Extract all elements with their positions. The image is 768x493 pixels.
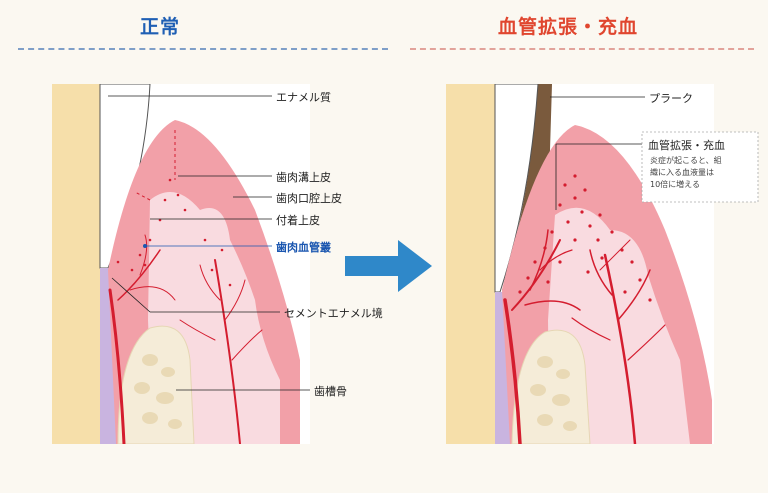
plexus-marker xyxy=(143,244,147,248)
note-line: 炎症が起こると、組 xyxy=(650,156,722,165)
label-oral-epithelium: 歯肉口腔上皮 xyxy=(276,192,342,205)
normal-gingiva-illustration xyxy=(52,84,310,444)
blood-vessels-right xyxy=(503,229,666,444)
label-plaque: プラーク xyxy=(649,92,693,105)
cementum-left xyxy=(100,268,118,444)
cementum-right xyxy=(495,292,512,444)
inflamed-gingiva-illustration xyxy=(446,84,714,444)
bone-pores-right xyxy=(530,356,577,431)
label-sulcular-epithelium: 歯肉溝上皮 xyxy=(276,171,331,184)
note-text: 炎症が起こると、組 織に入る血液量は 10倍に増える xyxy=(650,155,762,191)
capillary-dots-right xyxy=(518,174,652,302)
label-enamel: エナメル質 xyxy=(276,91,331,104)
tooth-dentin-right xyxy=(446,84,495,444)
label-alveolar-bone: 歯槽骨 xyxy=(314,385,347,398)
note-line: 10倍に増える xyxy=(650,180,700,189)
plaque-deposit xyxy=(502,84,552,292)
boundary-lines-left xyxy=(134,130,176,201)
title-inflamed: 血管拡張・充血 xyxy=(498,16,639,38)
capillary-dots-left xyxy=(116,178,232,287)
blood-vessels-left xyxy=(108,234,263,444)
bone-pores-left xyxy=(134,354,182,429)
leaders-right xyxy=(550,96,645,210)
enamel-right xyxy=(494,84,539,293)
label-gingival-plexus: 歯肉血管叢 xyxy=(276,241,331,254)
transition-arrow xyxy=(345,240,432,292)
divider-right xyxy=(410,48,754,50)
label-cej: セメントエナメル境 xyxy=(284,307,383,320)
tooth-dentin-left xyxy=(52,84,100,444)
label-vasodilation: 血管拡張・充血 xyxy=(648,139,725,152)
title-normal: 正常 xyxy=(140,16,181,38)
note-box xyxy=(641,131,759,203)
leaders-left xyxy=(108,95,310,391)
divider-left xyxy=(18,48,388,50)
label-attached-epithelium: 付着上皮 xyxy=(276,214,320,227)
note-line: 織に入る血液量は xyxy=(650,168,714,177)
